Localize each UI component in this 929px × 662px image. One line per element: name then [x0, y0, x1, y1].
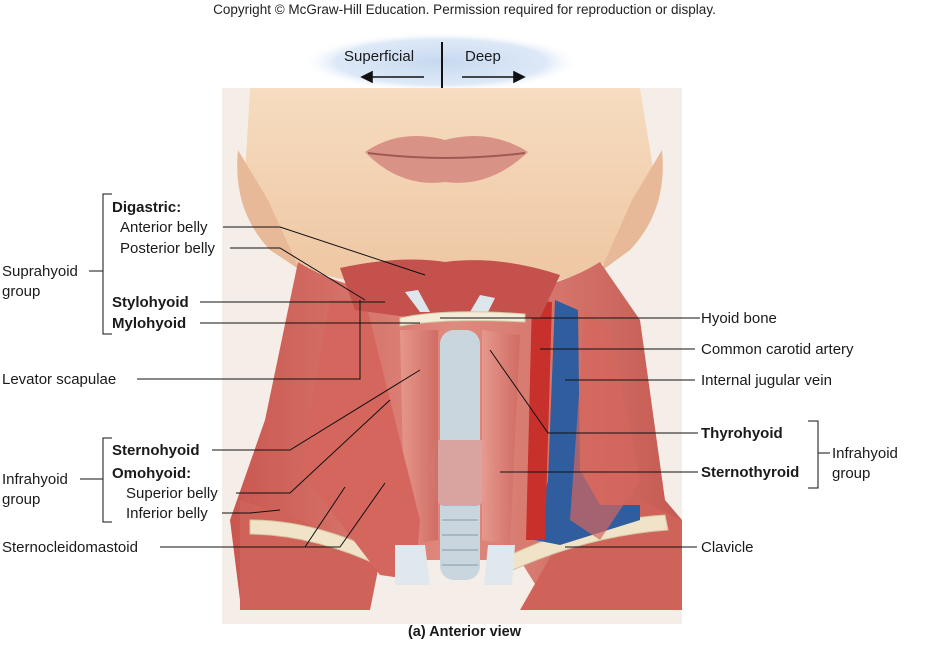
label-suprahyoid-group-1: Suprahyoid: [2, 263, 78, 280]
label-infrahyoid-group-right-2: group: [832, 465, 871, 482]
label-superior-belly: Superior belly: [126, 485, 218, 502]
internal-jugular-vein: [535, 300, 640, 545]
label-inferior-belly: Inferior belly: [126, 505, 208, 522]
sternal-tendon-right: [484, 545, 515, 585]
label-sternocleidomastoid: Sternocleidomastoid: [2, 539, 138, 556]
copyright-notice: Copyright © McGraw-Hill Education. Permi…: [213, 2, 716, 17]
label-infrahyoid-group-left-1: Infrahyoid: [2, 471, 68, 488]
label-levator-scapulae: Levator scapulae: [2, 371, 117, 388]
label-clavicle: Clavicle: [701, 539, 754, 556]
tendon-right: [470, 295, 495, 312]
label-thyrohyoid: Thyrohyoid: [701, 425, 783, 442]
sternocleidomastoid-right: [570, 310, 640, 540]
label-anterior-belly: Anterior belly: [120, 219, 208, 236]
label-stylohyoid: Stylohyoid: [112, 294, 189, 311]
chin-skin: [245, 88, 656, 287]
lips: [365, 136, 528, 183]
label-infrahyoid-group-right-1: Infrahyoid: [832, 445, 898, 462]
label-sternohyoid: Sternohyoid: [112, 442, 200, 459]
label-hyoid-bone: Hyoid bone: [701, 310, 777, 327]
label-infrahyoid-group-left-2: group: [2, 491, 41, 508]
orientation-deep: Deep: [465, 48, 501, 65]
label-digastric: Digastric:: [112, 199, 182, 216]
label-mylohyoid: Mylohyoid: [112, 315, 187, 332]
orientation-superficial: Superficial: [344, 48, 415, 65]
label-posterior-belly: Posterior belly: [120, 240, 216, 257]
label-sternothyroid: Sternothyroid: [701, 464, 800, 481]
jaw-shadow-right: [600, 150, 663, 272]
lip-line: [367, 152, 526, 159]
arrow-right-icon: [462, 70, 526, 84]
figure-caption: (a) Anterior view: [407, 624, 522, 640]
thyroid-gland: [431, 440, 489, 505]
sternocleidomastoid-left: [300, 300, 420, 580]
tendon-left: [405, 290, 430, 312]
sternal-tendon-left: [395, 545, 430, 585]
hyoid-bone: [399, 311, 526, 327]
label-suprahyoid-group-2: group: [2, 283, 41, 300]
sternohyoid-right: [482, 330, 520, 545]
jaw-shadow-left: [237, 150, 300, 270]
label-omohyoid: Omohyoid:: [112, 465, 192, 482]
arrow-left-icon: [360, 70, 424, 84]
suprahyoid-muscles: [340, 259, 560, 322]
label-internal-jugular-vein: Internal jugular vein: [701, 372, 832, 389]
label-common-carotid-artery: Common carotid artery: [701, 341, 854, 358]
